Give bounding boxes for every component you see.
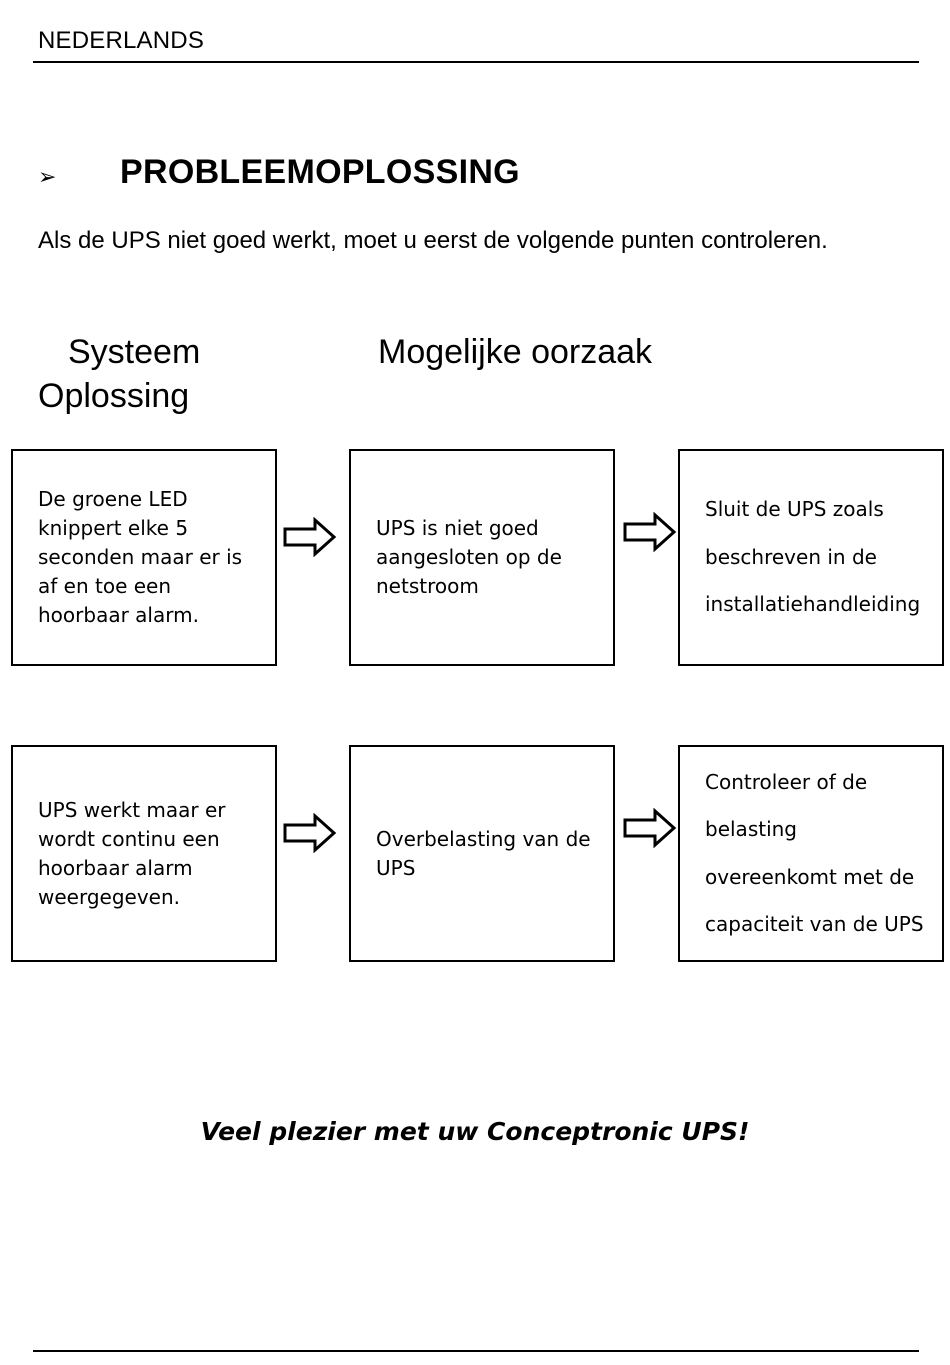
- box-line: knippert elke 5: [38, 516, 189, 540]
- symptom-box-1: De groene LED knippert elke 5 seconden m…: [11, 449, 277, 666]
- box-line: UPS is niet goed: [376, 516, 539, 540]
- box-line: weergegeven.: [38, 884, 181, 909]
- column-heading-cause: Mogelijke oorzaak: [378, 333, 653, 371]
- box-line: hoorbaar alarm: [38, 855, 193, 880]
- box-line: seconden maar er is: [38, 545, 243, 569]
- box-line: De groene LED: [38, 487, 188, 511]
- footer-divider: [33, 1350, 919, 1352]
- box-line: hoorbaar alarm.: [38, 603, 199, 627]
- solution-box-2: Controleer of de belasting overeenkomt m…: [678, 745, 944, 962]
- box-line: UPS: [376, 855, 416, 880]
- box-line: belasting: [705, 817, 798, 841]
- solution-box-1: Sluit de UPS zoals beschreven in de inst…: [678, 449, 944, 666]
- cause-box-2: Overbelasting van de UPS: [349, 745, 615, 962]
- box-line: Overbelasting van de: [376, 826, 591, 851]
- intro-paragraph: Als de UPS niet goed werkt, moet u eerst…: [38, 227, 828, 254]
- right-outline-arrow-icon: [623, 512, 677, 552]
- box-line: aangesloten op de: [376, 545, 562, 569]
- column-heading-solution: Oplossing: [38, 377, 190, 415]
- column-heading-symptom: Systeem: [68, 333, 201, 371]
- box-line: overeenkomt met de: [705, 864, 915, 889]
- box-line: af en toe een: [38, 574, 172, 598]
- box-line: capaciteit van de UPS: [705, 912, 924, 936]
- right-outline-arrow-icon: [283, 813, 337, 853]
- box-line: installatiehandleiding: [705, 592, 921, 617]
- page-language-header: NEDERLANDS: [38, 27, 205, 54]
- box-line: netstroom: [376, 574, 479, 598]
- bullet-arrow-icon: ➢: [38, 164, 57, 189]
- box-line: Controleer of de: [705, 769, 868, 794]
- box-line: wordt continu een: [38, 826, 220, 851]
- box-line: beschreven in de: [705, 544, 877, 569]
- box-line: UPS werkt maar er: [38, 797, 226, 822]
- closing-message: Veel plezier met uw Conceptronic UPS!: [200, 1117, 750, 1146]
- box-line: Sluit de UPS zoals: [705, 497, 884, 522]
- header-divider: [33, 61, 919, 63]
- section-title: PROBLEEMOPLOSSING: [120, 153, 520, 191]
- cause-box-1: UPS is niet goed aangesloten op de netst…: [349, 449, 615, 666]
- right-outline-arrow-icon: [623, 808, 677, 848]
- right-outline-arrow-icon: [283, 517, 337, 557]
- symptom-box-2: UPS werkt maar er wordt continu een hoor…: [11, 745, 277, 962]
